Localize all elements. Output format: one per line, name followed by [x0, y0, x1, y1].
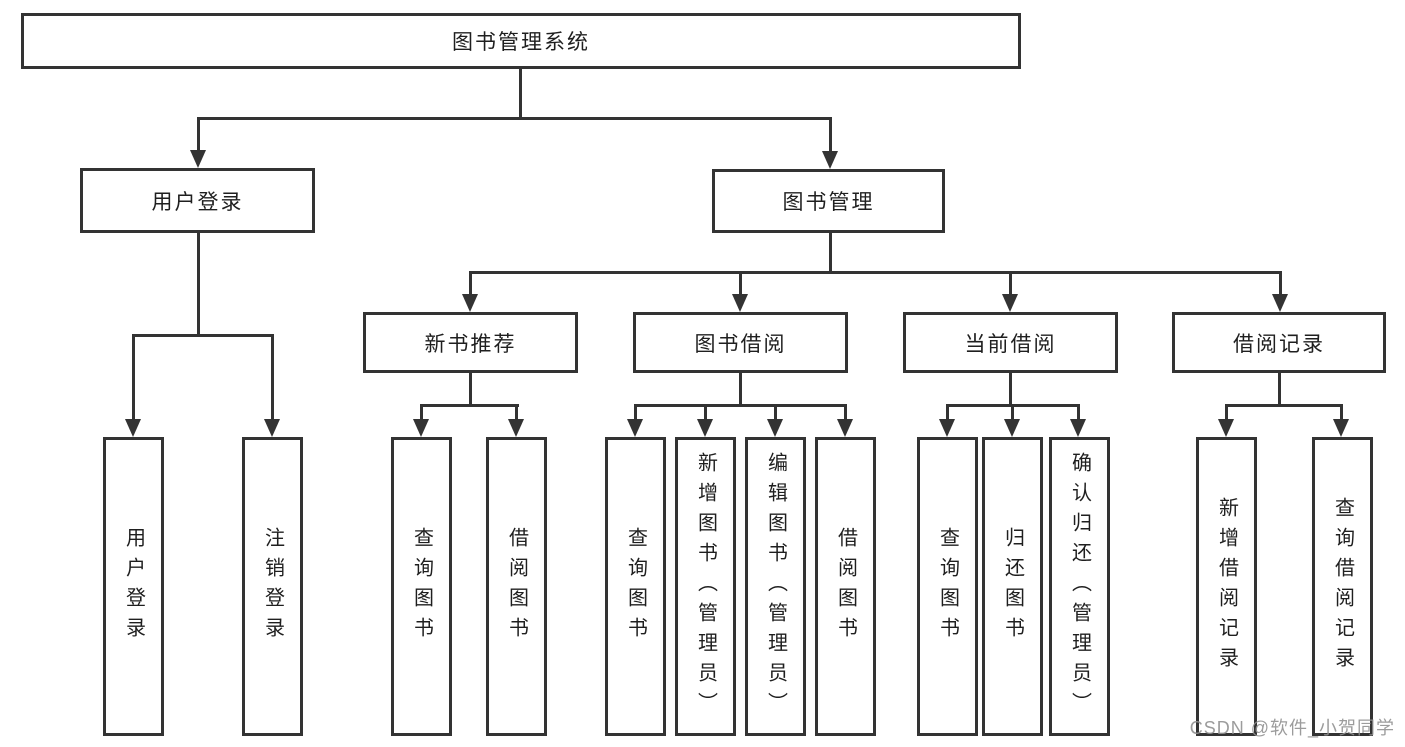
arrowhead-leaf-add-record-icon	[1218, 419, 1234, 437]
arrowhead-leaf-confirm-return-icon	[1070, 419, 1086, 437]
connector-to-leaf-confirm-return	[1077, 404, 1080, 420]
arrowhead-user-login-icon	[190, 150, 206, 168]
connector-user-login-branch	[132, 334, 274, 337]
arrowhead-current-borrowing-icon	[1002, 294, 1018, 312]
connector-to-new-book-recommendation	[469, 271, 472, 296]
leaf-borrow-books-borrowing: 借阅图书	[815, 437, 876, 736]
csdn-watermark: CSDN @软件_小贺同学	[1189, 718, 1395, 738]
leaf-user-login-label: 用户登录	[122, 526, 145, 647]
arrowhead-borrowing-records-icon	[1272, 294, 1288, 312]
node-root-label: 图书管理系统	[452, 31, 590, 54]
leaf-query-books-recommend-label: 查询图书	[410, 526, 433, 647]
leaf-return-books-label: 归还图书	[1001, 526, 1024, 647]
leaf-query-borrow-record-label: 查询借阅记录	[1331, 496, 1354, 677]
arrowhead-leaf-user-login-icon	[125, 419, 141, 437]
arrowhead-leaf-query-recommend-icon	[413, 419, 429, 437]
connector-to-leaf-query-record	[1340, 404, 1343, 420]
leaf-edit-books-admin: 编辑图书（管理员）	[745, 437, 806, 736]
arrowhead-leaf-query-current-icon	[939, 419, 955, 437]
connector-to-leaf-borrow-recommend	[515, 404, 518, 420]
connector-to-leaf-add-record	[1225, 404, 1228, 420]
leaf-borrow-books-recommend: 借阅图书	[486, 437, 547, 736]
connector-root-branch	[197, 117, 832, 120]
node-root: 图书管理系统	[21, 13, 1021, 69]
connector-user-login-stem	[197, 233, 200, 337]
node-new-book-recommendation: 新书推荐	[363, 312, 578, 373]
node-current-borrowing-label: 当前借阅	[964, 332, 1057, 356]
leaf-borrow-books-recommend-label: 借阅图书	[505, 526, 528, 647]
arrowhead-new-book-recommendation-icon	[462, 294, 478, 312]
connector-book-management-branch	[469, 271, 1282, 274]
leaf-query-books-borrowing: 查询图书	[605, 437, 666, 736]
node-book-borrowing: 图书借阅	[633, 312, 848, 373]
connector-borrowing-stem	[739, 373, 742, 407]
leaf-query-books-current: 查询图书	[917, 437, 978, 736]
leaf-logout: 注销登录	[242, 437, 303, 736]
node-new-book-recommendation-label: 新书推荐	[424, 332, 517, 356]
leaf-query-books-current-label: 查询图书	[936, 526, 959, 647]
leaf-logout-label: 注销登录	[261, 526, 284, 647]
connector-records-branch	[1225, 404, 1343, 407]
connector-to-leaf-return-books	[1011, 404, 1014, 420]
arrowhead-leaf-add-books-icon	[697, 419, 713, 437]
connector-to-leaf-borrow-borrowing	[844, 404, 847, 420]
connector-book-management-stem	[829, 233, 832, 274]
node-borrowing-records-label: 借阅记录	[1233, 332, 1325, 356]
connector-root-stem	[519, 69, 522, 119]
arrowhead-leaf-edit-books-icon	[767, 419, 783, 437]
arrowhead-leaf-query-borrowing-icon	[627, 419, 643, 437]
leaf-query-borrow-record: 查询借阅记录	[1312, 437, 1373, 736]
leaf-confirm-return-admin: 确认归还（管理员）	[1049, 437, 1110, 736]
node-user-login: 用户登录	[80, 168, 315, 233]
connector-to-borrowing-records	[1279, 271, 1282, 296]
connector-borrowing-branch	[634, 404, 846, 407]
leaf-query-books-borrowing-label: 查询图书	[624, 526, 647, 647]
connector-to-leaf-logout	[271, 334, 274, 420]
arrowhead-book-management-icon	[822, 151, 838, 169]
node-book-borrowing-label: 图书借阅	[694, 332, 787, 356]
connector-to-user-login	[197, 117, 200, 151]
connector-to-leaf-query-recommend	[420, 404, 423, 420]
node-user-login-label: 用户登录	[151, 190, 244, 214]
leaf-return-books: 归还图书	[982, 437, 1043, 736]
leaf-query-books-recommend: 查询图书	[391, 437, 452, 736]
leaf-confirm-return-admin-label: 确认归还（管理员）	[1068, 451, 1091, 722]
connector-recommend-stem	[469, 373, 472, 407]
connector-to-leaf-add-books	[704, 404, 707, 420]
node-borrowing-records: 借阅记录	[1172, 312, 1386, 373]
connector-to-leaf-query-current	[946, 404, 949, 420]
connector-recommend-branch	[420, 404, 519, 407]
leaf-add-books-admin: 新增图书（管理员）	[675, 437, 736, 736]
connector-to-leaf-user-login	[132, 334, 135, 420]
leaf-user-login: 用户登录	[103, 437, 164, 736]
leaf-edit-books-admin-label: 编辑图书（管理员）	[764, 451, 787, 722]
connector-to-leaf-edit-books	[774, 404, 777, 420]
connector-to-book-borrowing	[739, 271, 742, 296]
connector-to-book-management	[829, 117, 832, 152]
node-book-management-label: 图书管理	[782, 191, 875, 214]
connector-records-stem	[1278, 373, 1281, 407]
leaf-add-borrow-record: 新增借阅记录	[1196, 437, 1257, 736]
node-book-management: 图书管理	[712, 169, 945, 233]
arrowhead-leaf-borrow-recommend-icon	[508, 419, 524, 437]
arrowhead-book-borrowing-icon	[732, 294, 748, 312]
arrowhead-leaf-query-record-icon	[1333, 419, 1349, 437]
connector-to-leaf-query-borrowing	[634, 404, 637, 420]
arrowhead-leaf-logout-icon	[264, 419, 280, 437]
leaf-add-borrow-record-label: 新增借阅记录	[1215, 496, 1238, 677]
connector-to-current-borrowing	[1009, 271, 1012, 296]
node-current-borrowing: 当前借阅	[903, 312, 1118, 373]
leaf-add-books-admin-label: 新增图书（管理员）	[694, 451, 717, 722]
arrowhead-leaf-borrow-borrowing-icon	[837, 419, 853, 437]
leaf-borrow-books-borrowing-label: 借阅图书	[834, 526, 857, 647]
arrowhead-leaf-return-books-icon	[1004, 419, 1020, 437]
connector-current-stem	[1009, 373, 1012, 407]
